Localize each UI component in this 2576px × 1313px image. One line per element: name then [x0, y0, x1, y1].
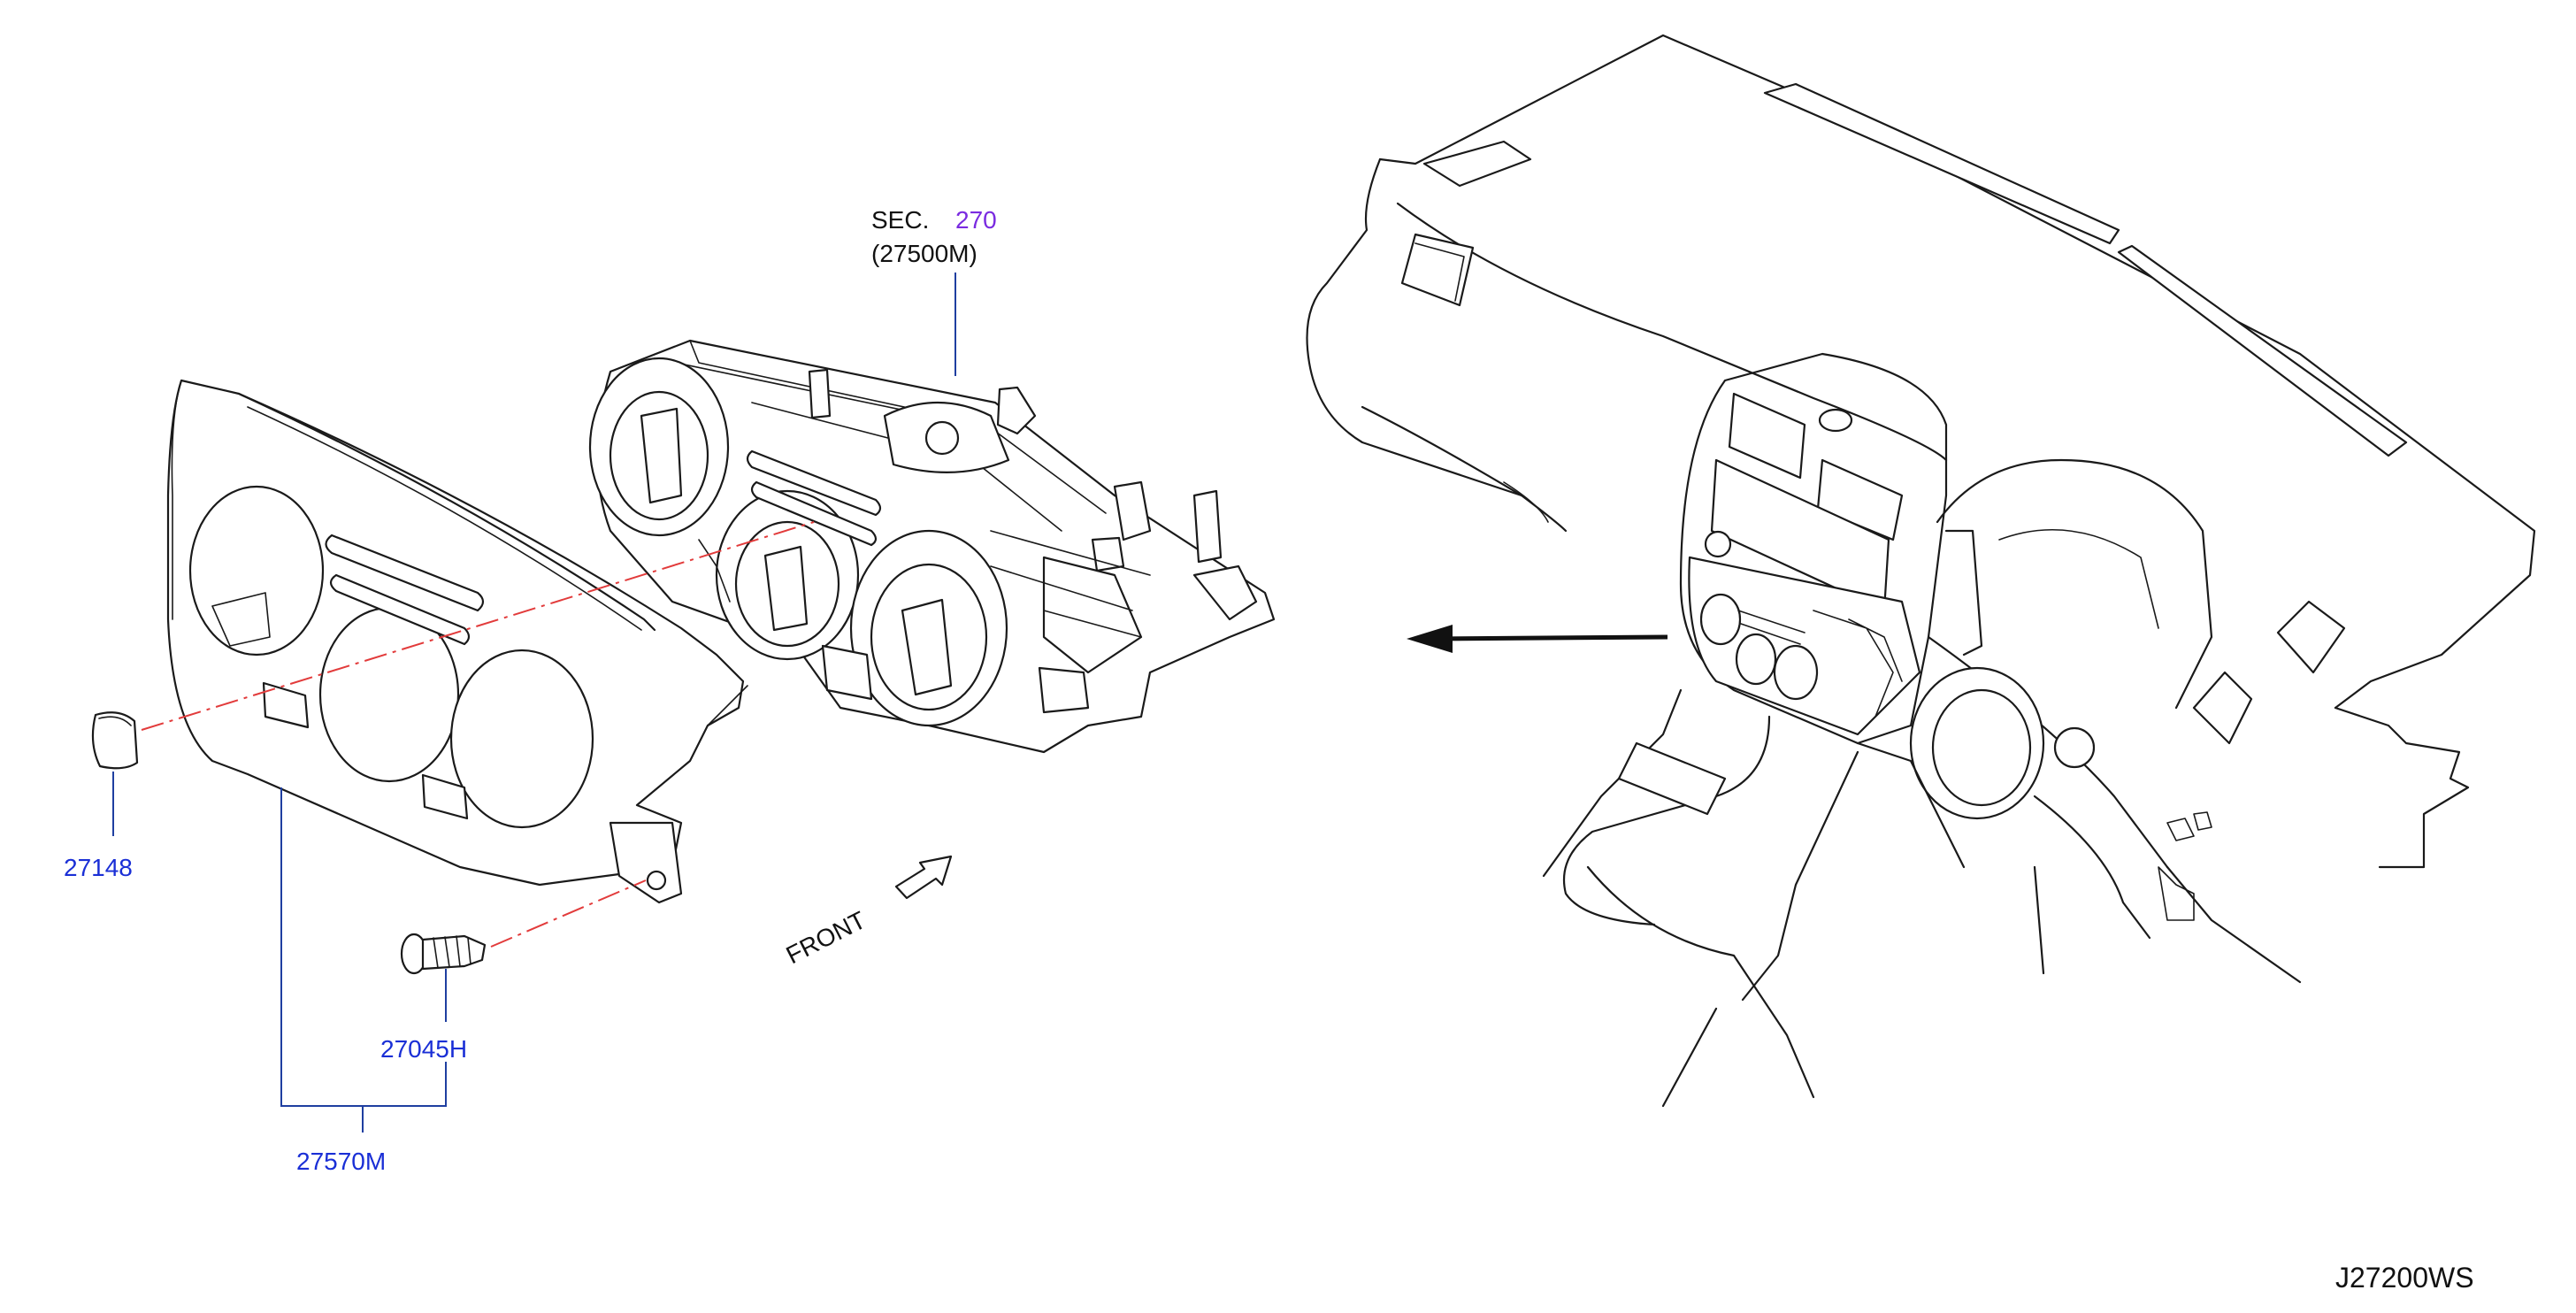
assembly-right-knob: [849, 529, 1008, 727]
right-dial-opening: [449, 649, 594, 829]
sec-prefix: SEC.: [871, 206, 929, 234]
dashboard-overview: [1306, 34, 2536, 1108]
sec-number-link[interactable]: 270: [955, 206, 997, 234]
part-label-27148[interactable]: 27148: [64, 854, 133, 881]
sec-ref: (27500M): [871, 240, 978, 267]
screw-27045H: [400, 933, 487, 975]
mounting-tab: [609, 821, 683, 904]
part-label-27045H[interactable]: 27045H: [380, 1035, 467, 1063]
part-label-27570M[interactable]: 27570M: [296, 1148, 386, 1175]
upper-slot: [325, 534, 485, 612]
screw-centerline: [490, 879, 647, 948]
heater-control-assembly: [588, 339, 1276, 754]
switch-window-right: [421, 773, 469, 820]
switch-window-left: [262, 681, 310, 729]
front-arrow-icon: [894, 855, 953, 900]
knob-centerline: [141, 521, 815, 731]
knob-27148: [91, 711, 139, 770]
steering-wheel: [1909, 458, 2213, 940]
assembly-center-knob: [715, 489, 860, 661]
pointer-arrow: [1407, 625, 1668, 653]
center-stack: [1679, 352, 1948, 745]
lower-slot: [329, 573, 471, 646]
front-label: FRONT: [782, 906, 870, 969]
diagram-id: J27200WS: [2335, 1262, 2474, 1294]
leader-lines: [112, 273, 956, 1133]
assembly-left-knob: [588, 357, 730, 537]
left-dial-opening: [188, 485, 325, 656]
